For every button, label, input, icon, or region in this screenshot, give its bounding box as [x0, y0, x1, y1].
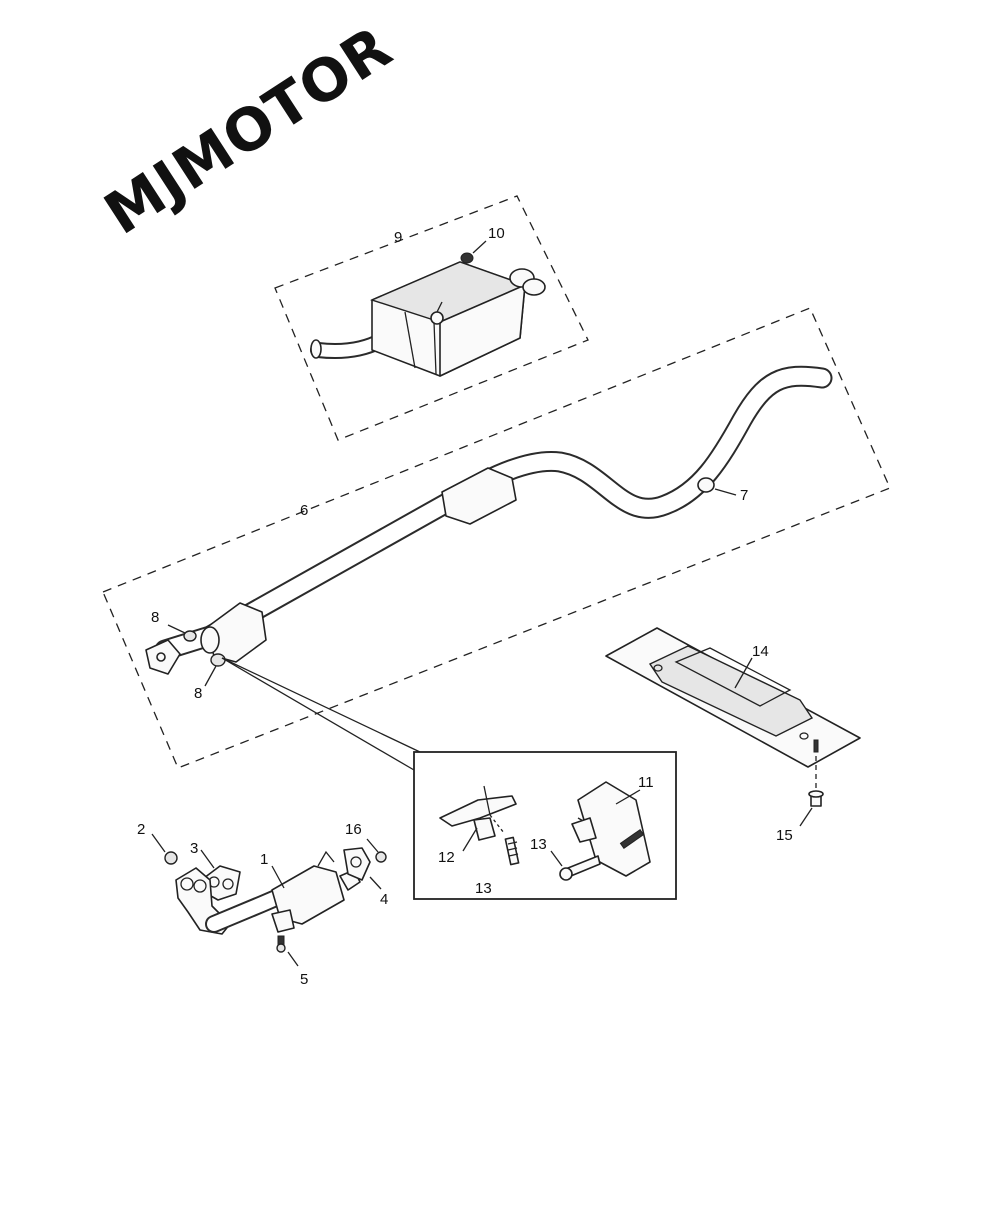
main-exhaust-pipe — [145, 365, 833, 675]
bolt-15 — [808, 739, 824, 807]
nut-icon — [164, 851, 178, 865]
gasket-icon — [183, 630, 197, 642]
bolt-icon — [504, 836, 520, 866]
detail-hanger-12 — [439, 785, 517, 841]
callout-13b: 13 — [530, 836, 547, 853]
gasket-4 — [343, 847, 371, 881]
callout-4: 4 — [380, 891, 388, 908]
callout-6: 6 — [300, 502, 308, 519]
callout-9: 9 — [394, 229, 402, 246]
callout-16: 16 — [345, 821, 362, 838]
gasket-8b — [210, 653, 226, 667]
nut-16 — [375, 851, 387, 863]
hanger-7 — [697, 477, 715, 493]
callout-2: 2 — [137, 821, 145, 838]
callout-1: 1 — [260, 851, 268, 868]
callout-5: 5 — [300, 971, 308, 988]
resonator — [441, 467, 517, 525]
callout-8a: 8 — [151, 609, 159, 626]
callout-12: 12 — [438, 849, 455, 866]
callout-14: 14 — [752, 643, 769, 660]
rear-muffler — [310, 252, 546, 377]
hanger-rubber-10 — [460, 252, 474, 264]
callout-8b: 8 — [194, 685, 202, 702]
muffler-group-frame — [274, 195, 589, 441]
heat-shield — [605, 627, 861, 768]
callout-7: 7 — [740, 487, 748, 504]
front-pipe-assembly — [164, 850, 361, 953]
callout-10: 10 — [488, 225, 505, 242]
hanger-bracket-icon — [430, 311, 444, 325]
brand-logo-text: MJMOTOR — [93, 13, 404, 248]
callout-3: 3 — [190, 840, 198, 857]
bolt-13b — [559, 855, 601, 881]
callout-13a: 13 — [475, 880, 492, 897]
detail-box — [413, 751, 677, 900]
callout-11: 11 — [638, 774, 654, 791]
brand-logo: MJMOTOR — [93, 13, 404, 248]
callout-15: 15 — [776, 827, 793, 844]
